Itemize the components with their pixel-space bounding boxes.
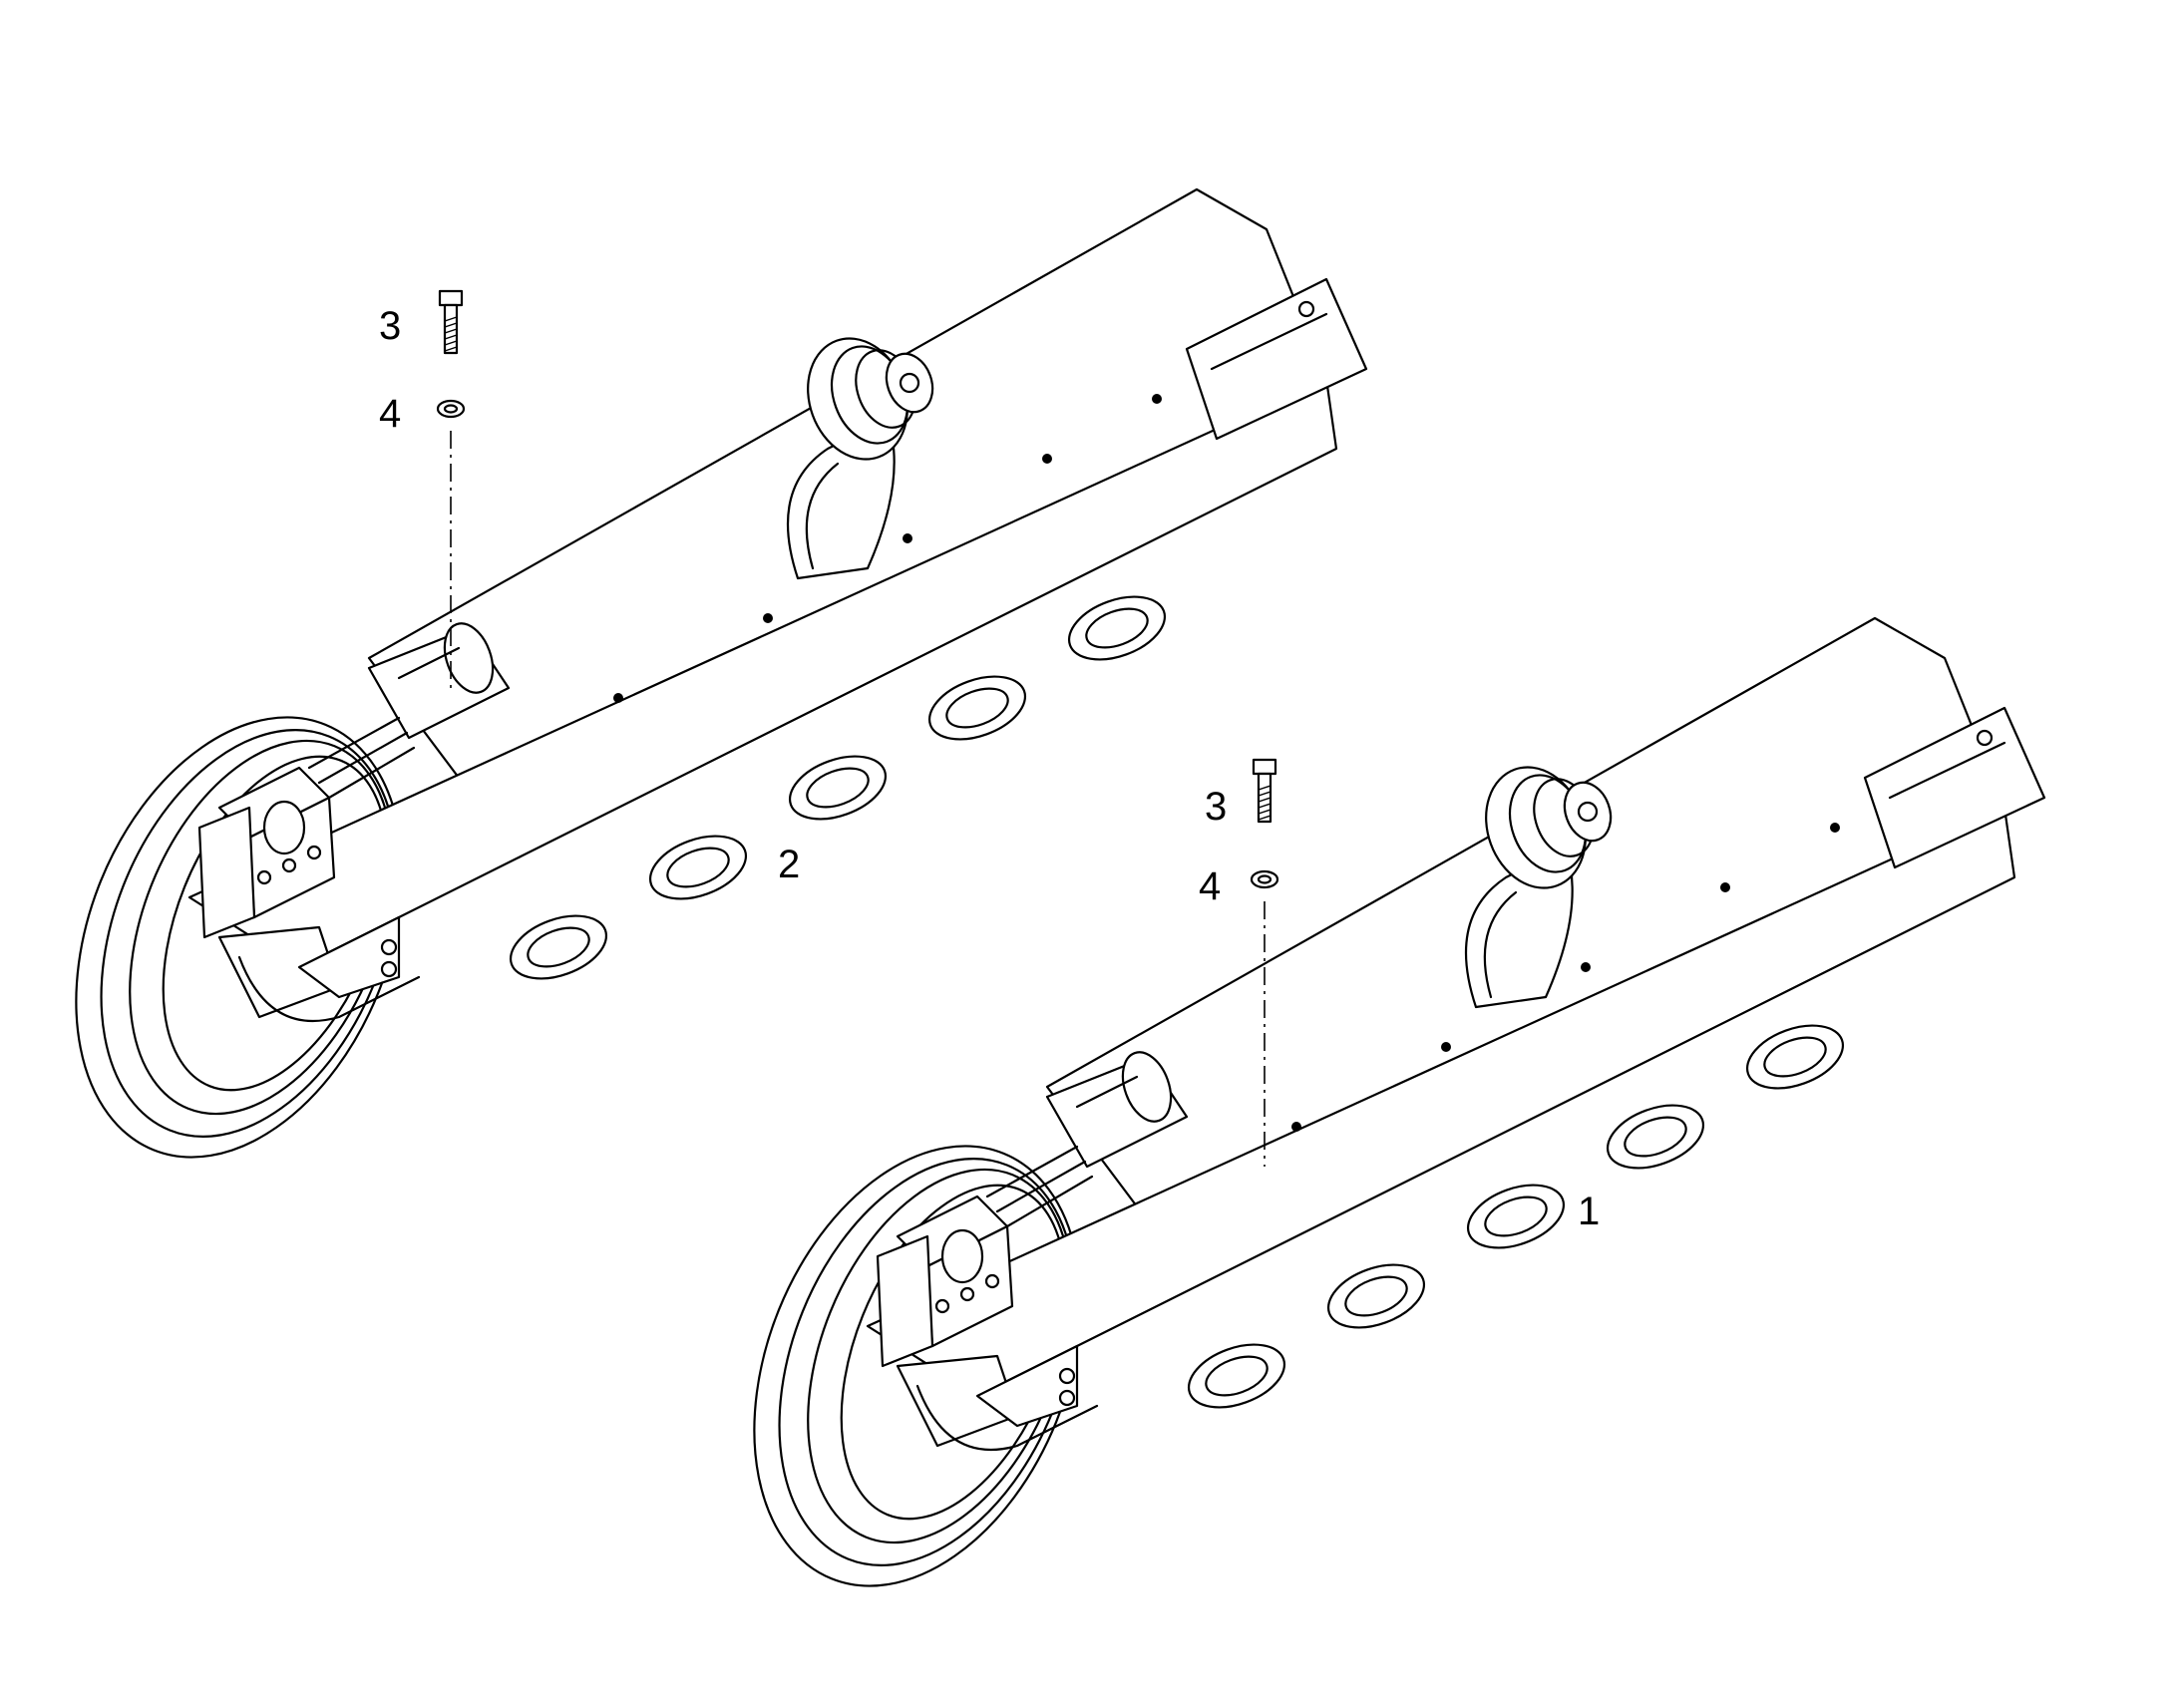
callout-bolt: 3	[379, 304, 401, 348]
callout-assembly-1: 1	[1578, 1190, 1600, 1233]
bolt-icon	[438, 289, 464, 355]
washer-icon	[436, 399, 466, 419]
callout-washer: 4	[1199, 864, 1221, 908]
washer-icon	[1250, 869, 1279, 889]
callout-washer: 4	[379, 392, 401, 436]
callout-assembly-2: 2	[778, 843, 800, 886]
track-frame-assembly-1	[691, 616, 2046, 1636]
callout-bolt: 3	[1205, 785, 1227, 829]
bolt-icon	[1252, 758, 1277, 824]
